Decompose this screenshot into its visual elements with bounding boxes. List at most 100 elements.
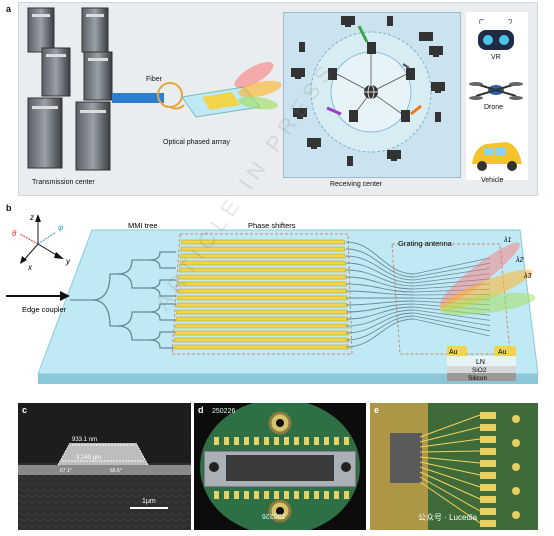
bond-pad — [264, 491, 269, 499]
scale-label: 1μm — [142, 498, 156, 505]
routing-waveguide — [345, 306, 415, 320]
wechat-watermark: 公众号 · Lucedia — [418, 513, 478, 522]
opa-die — [226, 455, 334, 481]
bond-pad — [244, 437, 249, 445]
chip-die — [390, 433, 422, 483]
drone-icon — [469, 82, 523, 100]
routing-waveguide — [345, 255, 415, 281]
bond-wire — [419, 481, 481, 524]
pcb-pad — [480, 436, 496, 443]
bond-pad — [344, 491, 349, 499]
pcb-pad — [480, 508, 496, 515]
bond-pad — [234, 437, 239, 445]
grating-line — [413, 257, 491, 275]
lambda3-label: λ3 — [523, 273, 531, 280]
router-icon — [328, 42, 415, 122]
edge-coupler-arrow — [6, 291, 70, 301]
axis-x-label: x — [27, 263, 33, 272]
pcb-pad — [480, 496, 496, 503]
bond-pad — [314, 437, 319, 445]
fiber-cable — [112, 93, 164, 103]
grating-line — [413, 273, 491, 284]
bond-wire — [419, 456, 481, 464]
lambda1-label: λ1 — [503, 237, 511, 244]
phase-shifter-bar — [176, 295, 348, 301]
phase-shifter-bar — [175, 309, 349, 315]
chip-side — [38, 374, 538, 384]
grating-line — [413, 315, 491, 332]
pcb-pad — [480, 460, 496, 467]
grating-line — [413, 312, 491, 326]
bond-pad — [214, 437, 219, 445]
pcb-pad — [480, 520, 496, 527]
bond-pad — [214, 491, 219, 499]
angle-left-label: 67.1° — [60, 468, 72, 474]
bond-pad — [334, 437, 339, 445]
pcb-pads — [480, 412, 520, 527]
lambda2-label: λ2 — [515, 257, 523, 264]
phase-shifter-bar — [179, 260, 347, 266]
bond-pad — [294, 491, 299, 499]
bond-pad — [284, 491, 289, 499]
opa-label: Optical phased arrray — [163, 139, 230, 146]
bond-wire — [419, 438, 481, 448]
car-icon — [472, 142, 522, 171]
bond-pad — [284, 437, 289, 445]
axis-icon — [19, 214, 64, 264]
routing-waveguide — [345, 262, 415, 284]
phase-shifter-bars — [173, 239, 350, 350]
beam-glow — [234, 62, 282, 110]
pcb-pad — [480, 448, 496, 455]
computer-icon — [291, 16, 445, 161]
routing-waveguide — [345, 312, 415, 334]
output-beams — [439, 242, 536, 316]
routing-waveguide — [345, 300, 415, 306]
routing-waveguide — [345, 283, 415, 293]
bond-pad — [224, 437, 229, 445]
sio2-label: SiO2 — [472, 367, 487, 374]
via-hole — [512, 463, 520, 471]
pcb-pad — [480, 412, 496, 419]
phase-shifter-bar — [178, 274, 347, 280]
phase-shifter-bar — [180, 246, 346, 252]
signal-arrow-icon — [326, 25, 422, 116]
pcb-pad — [480, 472, 496, 479]
grating-antenna-label: Grating antenna — [398, 239, 453, 248]
phase-shifter-bar — [178, 267, 347, 273]
bond-pad — [244, 491, 249, 499]
ln-label: LN — [476, 359, 485, 366]
bond-pad — [314, 491, 319, 499]
phase-shifter-bar — [177, 288, 348, 294]
bond-wires — [419, 414, 481, 524]
au-label-right: Au — [498, 349, 507, 356]
phone-icon — [299, 16, 441, 166]
bond-wire — [419, 450, 481, 453]
axis-y-label: y — [65, 257, 71, 266]
phase-shifter-bar — [175, 316, 349, 322]
via-hole — [512, 415, 520, 423]
au-label-left: Au — [449, 349, 458, 356]
vr-headset-icon — [478, 19, 514, 50]
phase-shifter-bar — [174, 323, 349, 329]
routing-waveguide — [345, 269, 415, 287]
panel-e-photo — [370, 403, 538, 530]
angle-right-label: 66.5° — [110, 468, 122, 474]
board-id-top: 250226 — [212, 408, 236, 415]
phase-shifter-bar — [173, 344, 350, 350]
server-icon — [27, 7, 113, 171]
vehicle-label: Vehicle — [481, 177, 504, 184]
bond-pad — [304, 491, 309, 499]
phase-shifters-label: Phase shifters — [248, 221, 296, 230]
grating-line — [413, 262, 491, 278]
mmi-tree-label: MMI tree — [128, 221, 158, 230]
grating-line — [413, 318, 491, 337]
bond-pads — [214, 437, 349, 499]
board-id-bottom: 250226 — [262, 512, 286, 519]
phase-shifter-bar — [177, 281, 348, 287]
bond-pad — [344, 437, 349, 445]
bond-wire — [419, 414, 481, 438]
routing-waveguide — [345, 309, 415, 327]
bond-wire — [419, 476, 481, 512]
globe-icon — [364, 84, 378, 100]
routing-waveguide — [345, 318, 415, 348]
